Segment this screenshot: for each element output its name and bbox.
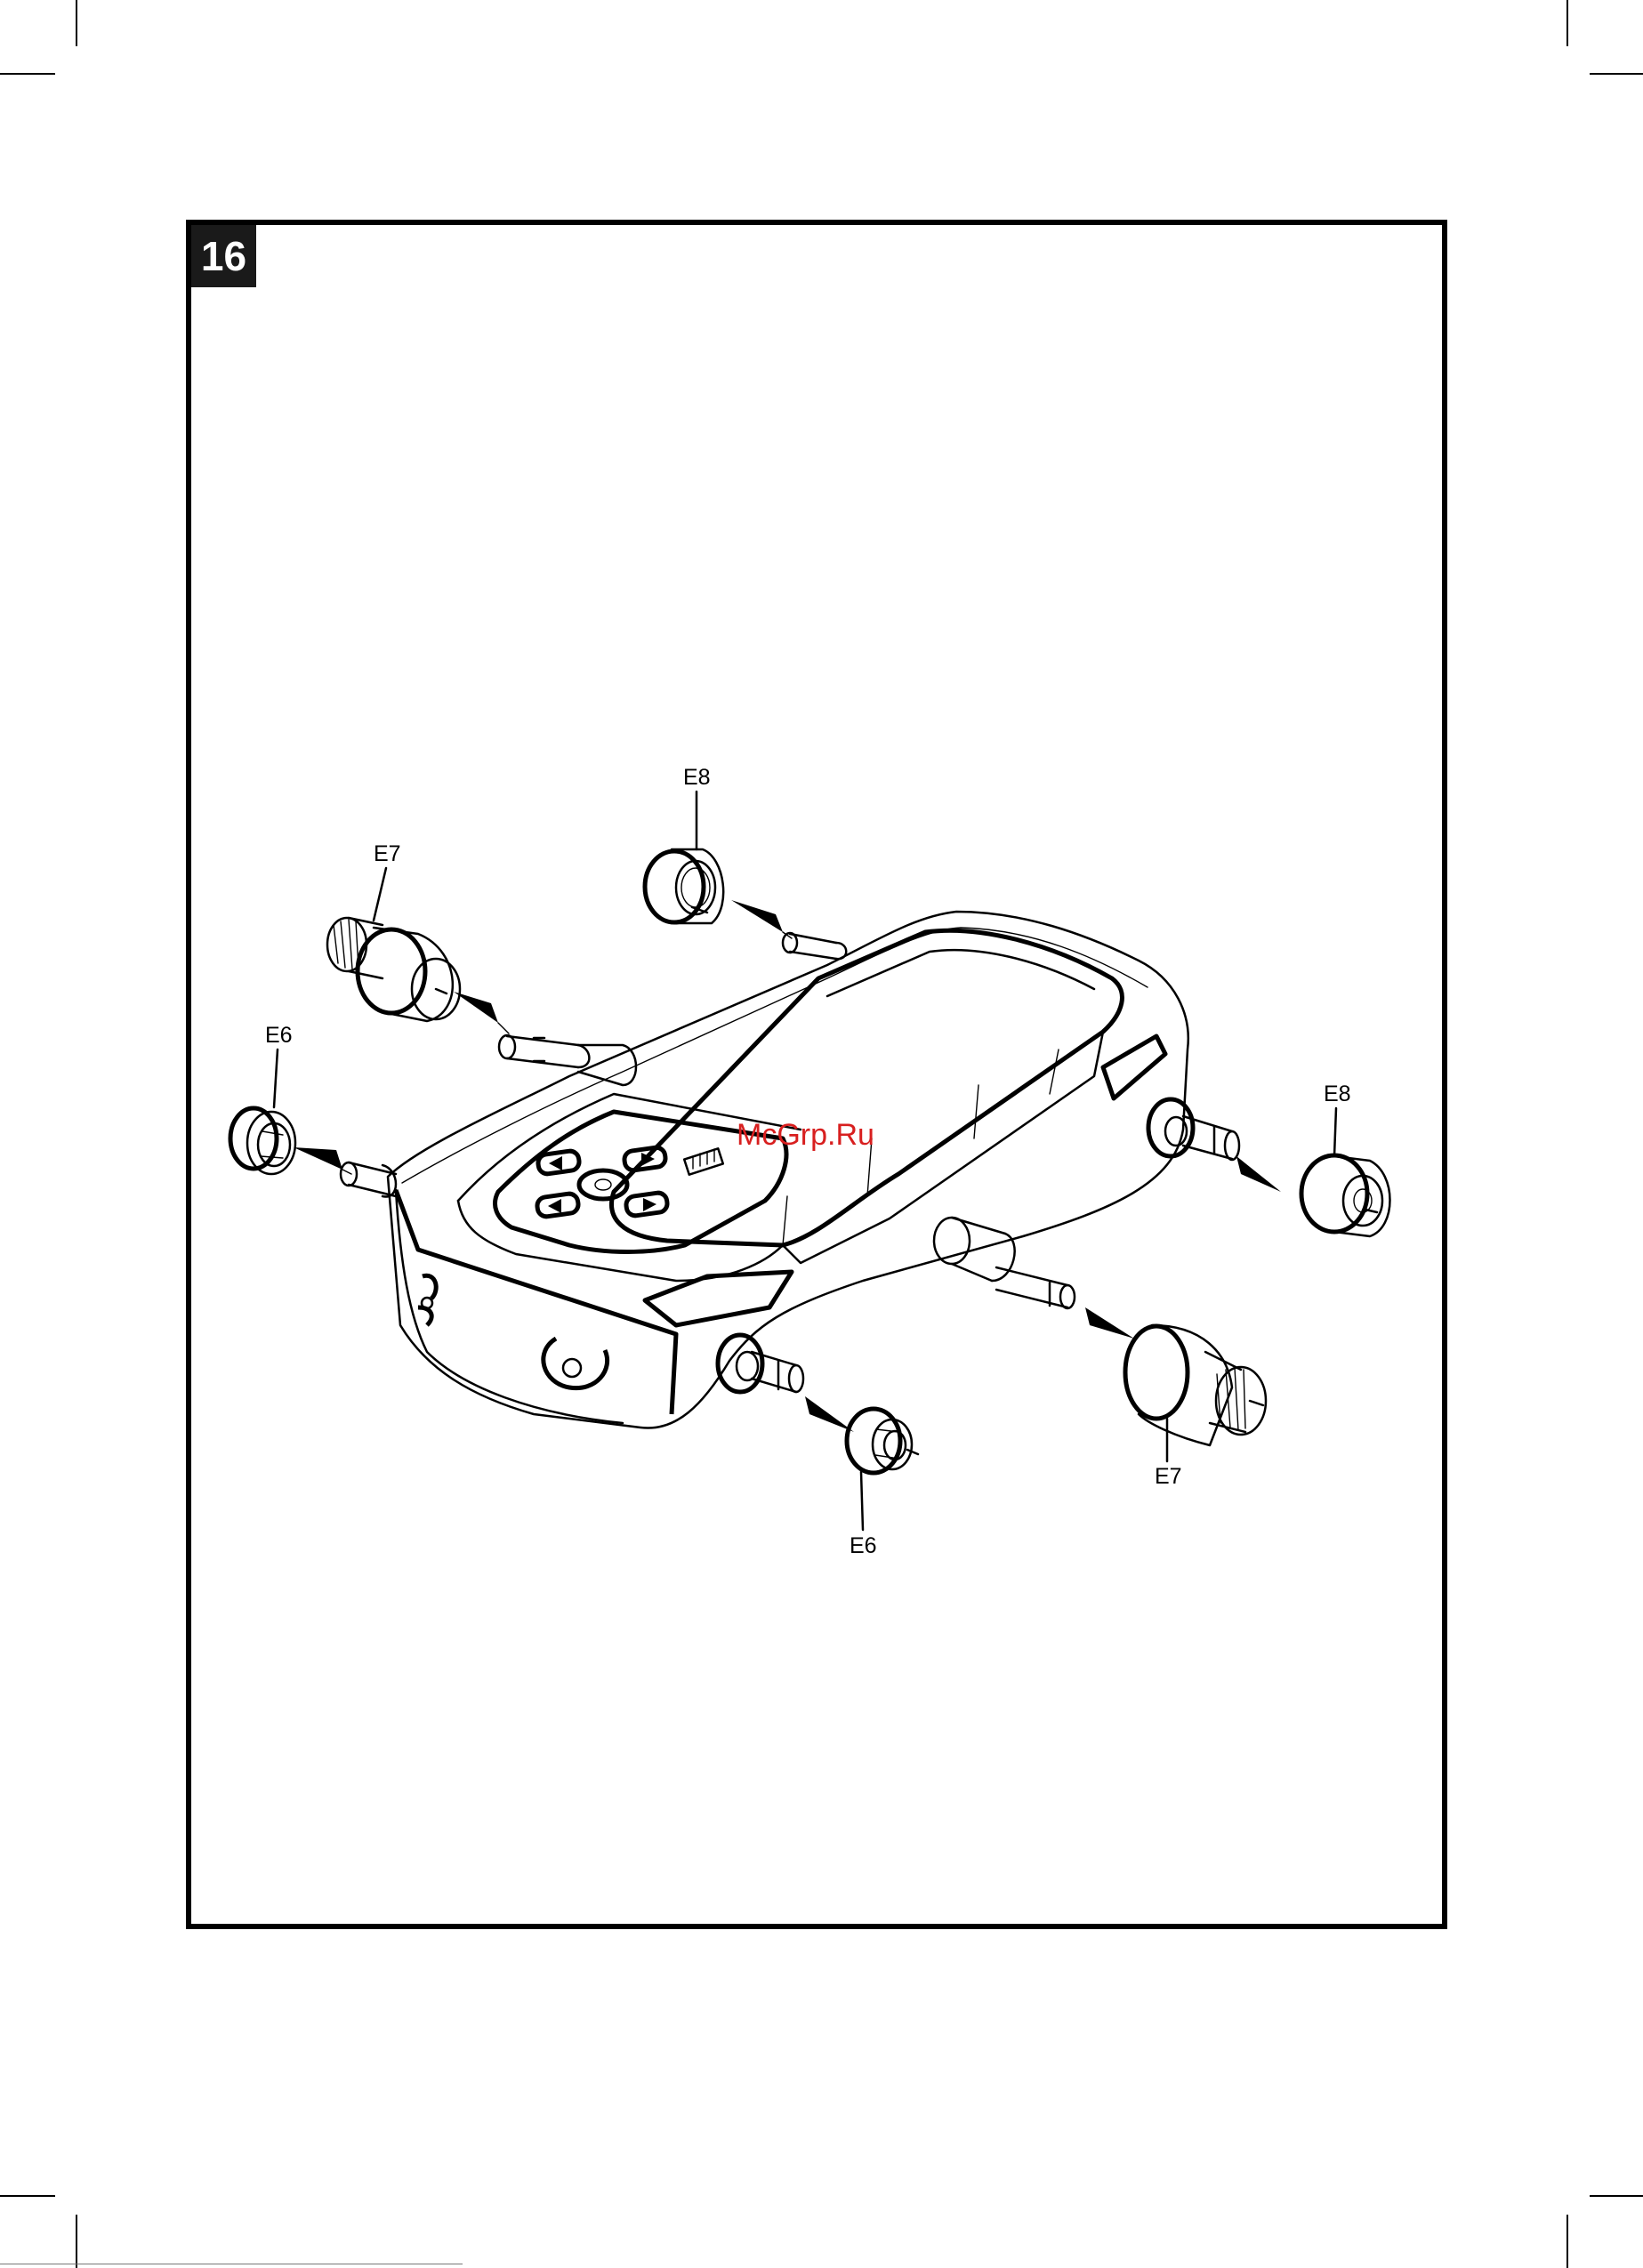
wheel-e8-top [645,849,723,923]
keypad-buttons [536,1146,723,1218]
axle-center [934,1218,1075,1308]
wheel-e7-bottom [1125,1325,1266,1445]
label-e6-left: E6 [265,1023,293,1048]
wheel-e6-left [230,1108,295,1174]
label-e8-right: E8 [1324,1082,1351,1106]
arrow-e7-bottom [1085,1307,1134,1339]
axle-right [1148,1099,1239,1160]
watermark: McGrp.Ru [737,1118,874,1152]
assembly-arrows [294,900,1281,1432]
usb-port-icon [684,1148,723,1174]
label-e7-left: E7 [374,841,401,866]
wheel-e8-right [1301,1155,1390,1236]
label-e6-bottom: E6 [850,1533,877,1558]
device-outer-shell [388,912,1188,1428]
front-power-logo-icon [544,1339,608,1388]
label-e8-top: E8 [683,765,711,790]
arrow-e6-left [294,1147,342,1170]
arrow-e8-top [731,900,783,932]
front-logo-icon [418,1275,436,1325]
wheel-e6-bottom [847,1409,918,1473]
arrow-e7-left [454,992,498,1023]
arrow-e6-bottom [805,1396,854,1432]
device-body [388,912,1188,1428]
arrow-e8-right [1236,1156,1281,1192]
device-right-window [1103,1036,1165,1098]
device-front-face [396,1190,676,1414]
wheel-e7-left [327,918,460,1021]
label-e7-bottom: E7 [1155,1464,1182,1489]
axle-front-bottom [718,1335,803,1392]
axle-rear-left [507,1036,578,1067]
